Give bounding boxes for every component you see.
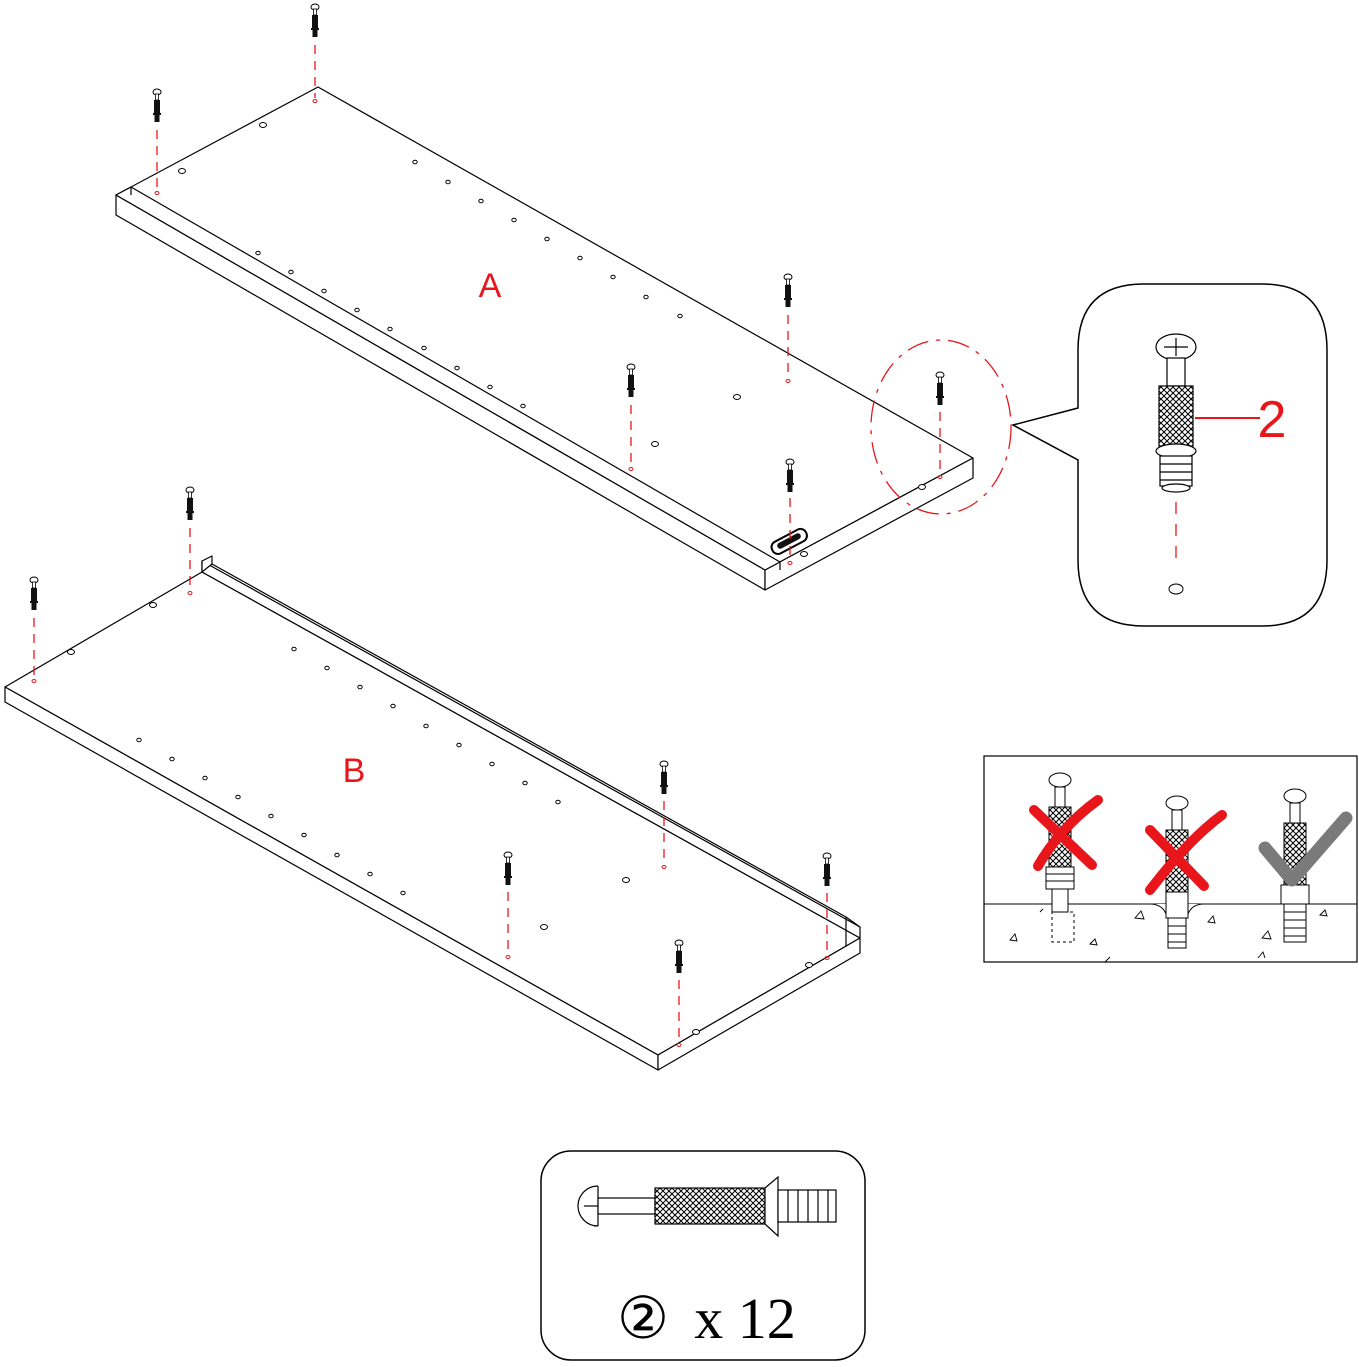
cam-pin-part-icon (577, 1175, 837, 1238)
part-circled-number: ② (617, 1286, 669, 1351)
panel-a (115, 86, 974, 591)
parts-box: ② x 12 (540, 1150, 866, 1361)
callout-part-number: 2 (1258, 391, 1287, 449)
cam-pin-detail (1155, 333, 1197, 493)
panel-b-label: B (343, 752, 366, 790)
panel-b-holes (67, 602, 813, 1035)
panel-a-holes (178, 122, 926, 557)
detail-callout: 2 (870, 283, 1328, 627)
wrong-mark-2 (1145, 810, 1227, 895)
panel-a-label: A (479, 267, 502, 305)
detail-hole (1168, 583, 1184, 595)
hole-markers (31, 99, 943, 1047)
correct-check-mark (1258, 811, 1353, 887)
install-depth-guide (983, 755, 1358, 963)
wrong-mark-1 (1029, 795, 1103, 871)
cam-lock-plate (770, 527, 808, 555)
material-particles (1009, 908, 1328, 963)
panel-b (4, 555, 861, 1071)
pin-guides (33, 45, 941, 1042)
part-quantity: x 12 (694, 1286, 796, 1351)
